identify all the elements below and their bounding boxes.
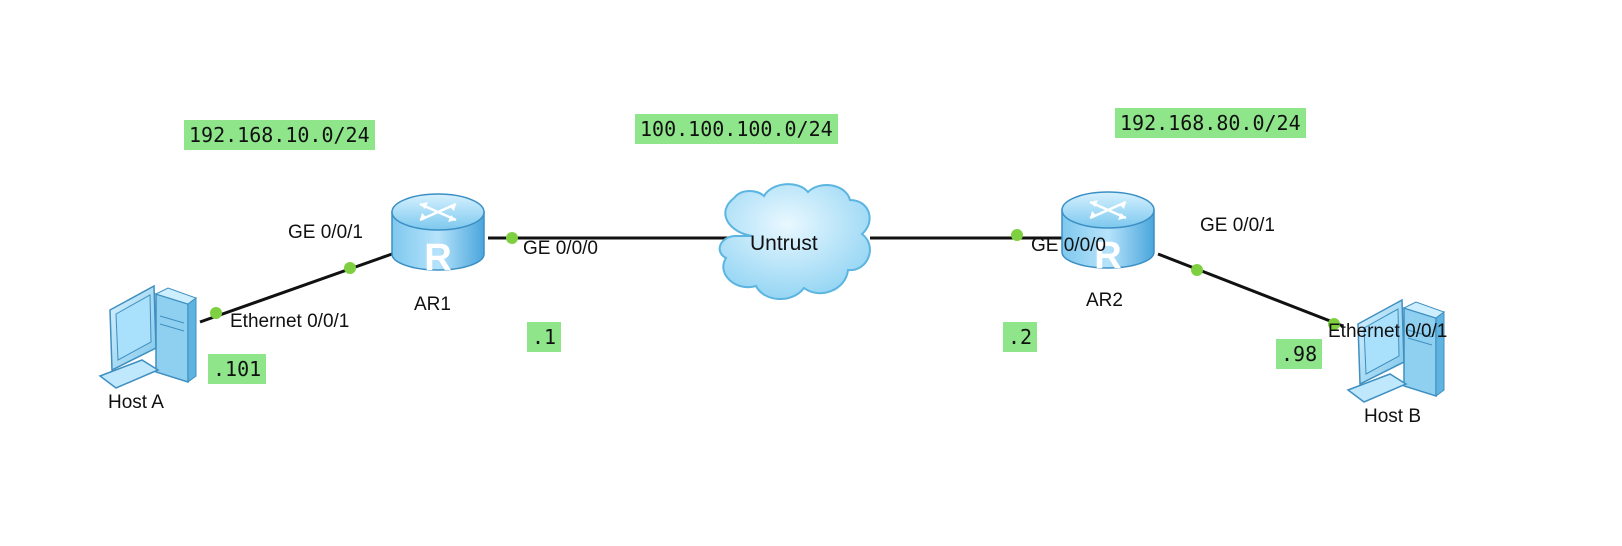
port-label-ar2-lan: GE 0/0/1 bbox=[1200, 215, 1275, 236]
link-ar2-hostb bbox=[1157, 252, 1344, 328]
port-label-ar2-wan: GE 0/0/0 bbox=[1031, 235, 1106, 256]
port-label-ar1-wan: GE 0/0/0 bbox=[523, 238, 598, 259]
router-icon[interactable]: R bbox=[391, 193, 485, 279]
network-label-lan-b: 192.168.80.0/24 bbox=[1115, 108, 1306, 138]
router-glyph: R bbox=[424, 237, 451, 279]
ip-label-hostb: .98 bbox=[1276, 339, 1323, 369]
port-label-hostb: Ethernet 0/0/1 bbox=[1328, 321, 1448, 342]
device-name-ar1: AR1 bbox=[414, 294, 451, 315]
device-name-hostb: Host B bbox=[1364, 406, 1422, 427]
port-dot-hostb-eth bbox=[1328, 318, 1340, 330]
network-label-wan: 100.100.100.0/24 bbox=[635, 114, 838, 144]
port-dot-ar2-ge000 bbox=[1011, 229, 1023, 241]
pc-icon[interactable] bbox=[98, 284, 198, 389]
router-icon[interactable]: R bbox=[1061, 191, 1155, 277]
links bbox=[199, 236, 1344, 328]
device-name-hosta: Host A bbox=[108, 392, 164, 413]
device-name-cloud: Untrust bbox=[750, 232, 818, 255]
port-dot-hosta-eth bbox=[210, 307, 222, 319]
ip-label-ar1-wan: .1 bbox=[527, 322, 562, 352]
port-dot-ar1-ge000 bbox=[506, 232, 518, 244]
ip-label-hosta: .101 bbox=[208, 354, 267, 384]
port-label-hosta: Ethernet 0/0/1 bbox=[230, 311, 350, 332]
port-dot-ar1-ge001 bbox=[344, 262, 356, 274]
link-hosta-ar1 bbox=[199, 252, 393, 324]
cloud-icon[interactable] bbox=[718, 183, 871, 301]
port-dot-ar2-ge001 bbox=[1191, 264, 1203, 276]
pc-icon[interactable] bbox=[1346, 298, 1446, 403]
device-name-ar2: AR2 bbox=[1086, 290, 1123, 311]
port-label-ar1-lan: GE 0/0/1 bbox=[288, 222, 363, 243]
network-label-lan-a: 192.168.10.0/24 bbox=[184, 120, 375, 150]
port-dots bbox=[210, 229, 1340, 330]
router-glyph: R bbox=[1094, 235, 1121, 277]
ip-label-ar2-wan: .2 bbox=[1003, 322, 1038, 352]
